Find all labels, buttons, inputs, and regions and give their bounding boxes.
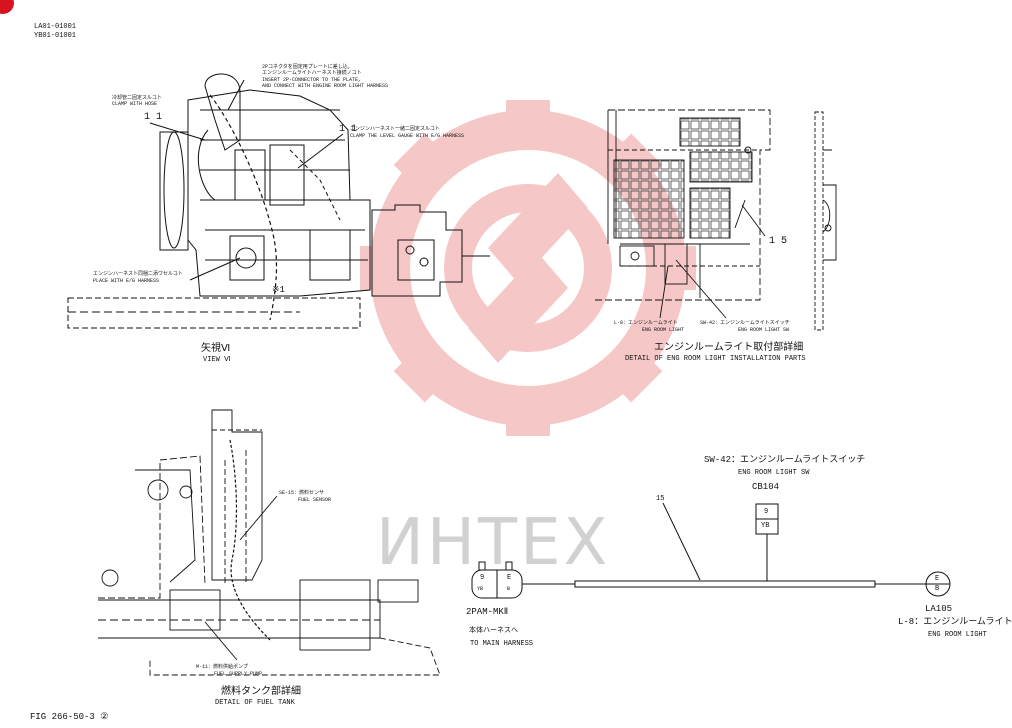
wiring-sw42-code: CB104 <box>752 482 780 492</box>
watermark-text: ИНТЕХ <box>376 506 611 580</box>
eng-room-panel <box>595 109 837 331</box>
ann-clamp-jp: 冷却管二固定スルコト <box>112 95 162 101</box>
label-se15-jp: SE-15：燃料センサ <box>279 490 325 496</box>
ann-top-en2: AND CONNECT WITH ENGINE ROOM LIGHT HARNE… <box>262 83 389 89</box>
ann-gauge-en: CLAMP THE LEVEL GAUGE WITH E/G HARNESS <box>350 133 465 139</box>
left-conn-jp: 本体ハーネスへ <box>469 627 518 635</box>
right-conn-code: LA105 <box>925 604 953 614</box>
label-m11-jp: M-11：燃料供給ポンプ <box>196 664 248 670</box>
right-conn-pin-1: E <box>935 575 940 583</box>
mark-x1: ※1 <box>272 285 285 295</box>
header-code-1: LA01-01001 <box>34 23 77 31</box>
left-conn-pin-2: E <box>507 574 512 582</box>
label-l8-jp: L-8：エンジンルームライト <box>614 320 678 326</box>
wiring-diagram <box>471 502 951 599</box>
ann-place-en: PLACE WITH E/G HARNESS <box>93 278 160 284</box>
label-se15-en: FUEL SENSOR <box>298 497 332 503</box>
right-conn-pin-2: B <box>935 585 940 593</box>
switch-pin: 9 <box>764 508 769 516</box>
label-m11-en: FUEL SUPPLY PUMP <box>214 671 263 677</box>
label-sw42-jp: SW-42：エンジンルームライトスイッチ <box>700 320 790 326</box>
right-conn-en: ENG ROOM LIGHT <box>928 631 987 639</box>
left-conn-pin-1: 9 <box>480 574 485 582</box>
ann-clamp-en: CLAMP WITH HOSE <box>112 101 158 107</box>
fuel-tank-title-jp: 燃料タンク部詳細 <box>221 686 301 697</box>
switch-color: YB <box>761 522 770 530</box>
fuel-tank-title-en: DETAIL OF FUEL TANK <box>215 699 295 707</box>
left-conn-color-2: B <box>507 586 511 592</box>
wiring-sw42-en: ENG ROOM LIGHT SW <box>738 469 810 477</box>
ann-gauge-jp: エンジンハーネスト一緒二固定スルコト <box>350 126 440 132</box>
left-conn-color-1: YB <box>477 586 484 592</box>
figure-number: FIG 266-50-3 ② <box>30 712 109 722</box>
eng-room-title-jp: エンジンルームライト取付部詳細 <box>654 342 804 353</box>
header-code-2: YB01-01001 <box>34 32 77 40</box>
ann-top-jp: 2Pコネクタを固定用プレートに差し込, <box>262 64 351 70</box>
watermark-logo <box>360 100 696 436</box>
left-conn-name: 2PAM-MKⅡ <box>466 607 509 617</box>
callout-15: 1 5 <box>769 236 788 247</box>
wiring-sw42-jp: SW-42：エンジンルームライトスイッチ <box>704 455 866 465</box>
label-sw42-en: ENG ROOM LIGHT SW <box>738 327 790 333</box>
fuel-tank-drawing <box>98 409 441 676</box>
view-vi-title-en: VIEW Ⅵ <box>203 356 231 364</box>
callout-11-right: 1 1 <box>339 124 358 135</box>
ann-place-jp: エンジンハーネスト同梱二添ワセルコト <box>93 271 183 277</box>
right-conn-jp: L-8：エンジンルームライト <box>898 617 1012 627</box>
eng-room-title-en: DETAIL OF ENG ROOM LIGHT INSTALLATION PA… <box>625 355 806 363</box>
left-conn-en: TO MAIN HARNESS <box>470 640 534 648</box>
wire-harness-15 <box>574 580 876 588</box>
corner-marker <box>0 0 14 14</box>
view-vi-engine <box>67 73 490 329</box>
ann-top-jp2: エンジンルームライトハーネスト接続ノコト <box>262 70 362 76</box>
callout-11-left: 1 1 <box>144 112 163 123</box>
view-vi-title-jp: 矢視Ⅵ <box>201 343 231 354</box>
wire-number-15: 15 <box>656 495 665 503</box>
ann-top-en1: INSERT 2P-CONNECTOR TO THE PLATE, <box>262 77 362 83</box>
label-l8-en: ENG ROOM LIGHT <box>642 327 685 333</box>
